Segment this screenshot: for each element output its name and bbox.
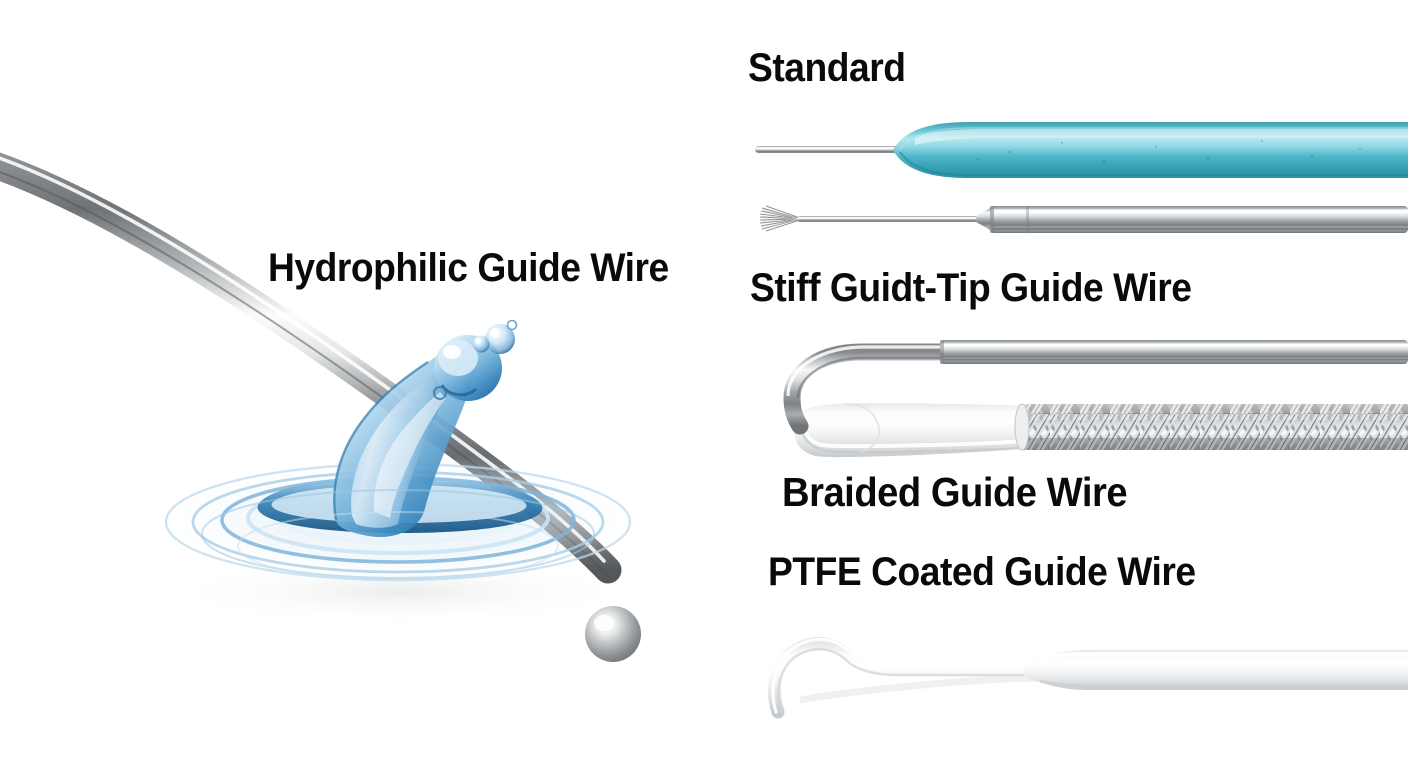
hydrophilic-wire-figure bbox=[0, 152, 641, 662]
stiff-wire-figure bbox=[759, 205, 1408, 233]
standard-bare-core bbox=[755, 146, 900, 153]
woven-braid bbox=[1014, 403, 1408, 451]
label-ptfe-coated-guide-wire: PTFE Coated Guide Wire bbox=[768, 550, 1196, 594]
ptfe-j-curve-tip bbox=[768, 636, 1035, 719]
j-hook-tip bbox=[783, 340, 1408, 435]
water-splash-column bbox=[333, 344, 478, 537]
label-braided-guide-wire: Braided Guide Wire bbox=[782, 469, 1128, 515]
stiff-hypotube bbox=[990, 206, 1408, 233]
label-hydrophilic-guide-wire: Hydrophilic Guide Wire bbox=[268, 246, 669, 290]
ptfe-thick-section bbox=[1024, 650, 1408, 690]
ptfe-wire-figure bbox=[768, 636, 1408, 719]
water-bubbles bbox=[472, 319, 518, 354]
water-foreground-ripples bbox=[201, 489, 595, 581]
stiff-conical-transition bbox=[976, 207, 992, 231]
splash-ground-shadow bbox=[165, 558, 635, 626]
standard-wire-figure bbox=[755, 122, 1408, 178]
stiff-thin-shaft bbox=[797, 216, 979, 222]
ball-tip bbox=[585, 602, 641, 662]
water-splash-group bbox=[160, 319, 640, 582]
label-standard: Standard bbox=[748, 46, 906, 90]
label-stiff-guide-wire: Stiff Guidt-Tip Guide Wire bbox=[750, 266, 1192, 310]
braided-wire-figure bbox=[783, 340, 1408, 458]
